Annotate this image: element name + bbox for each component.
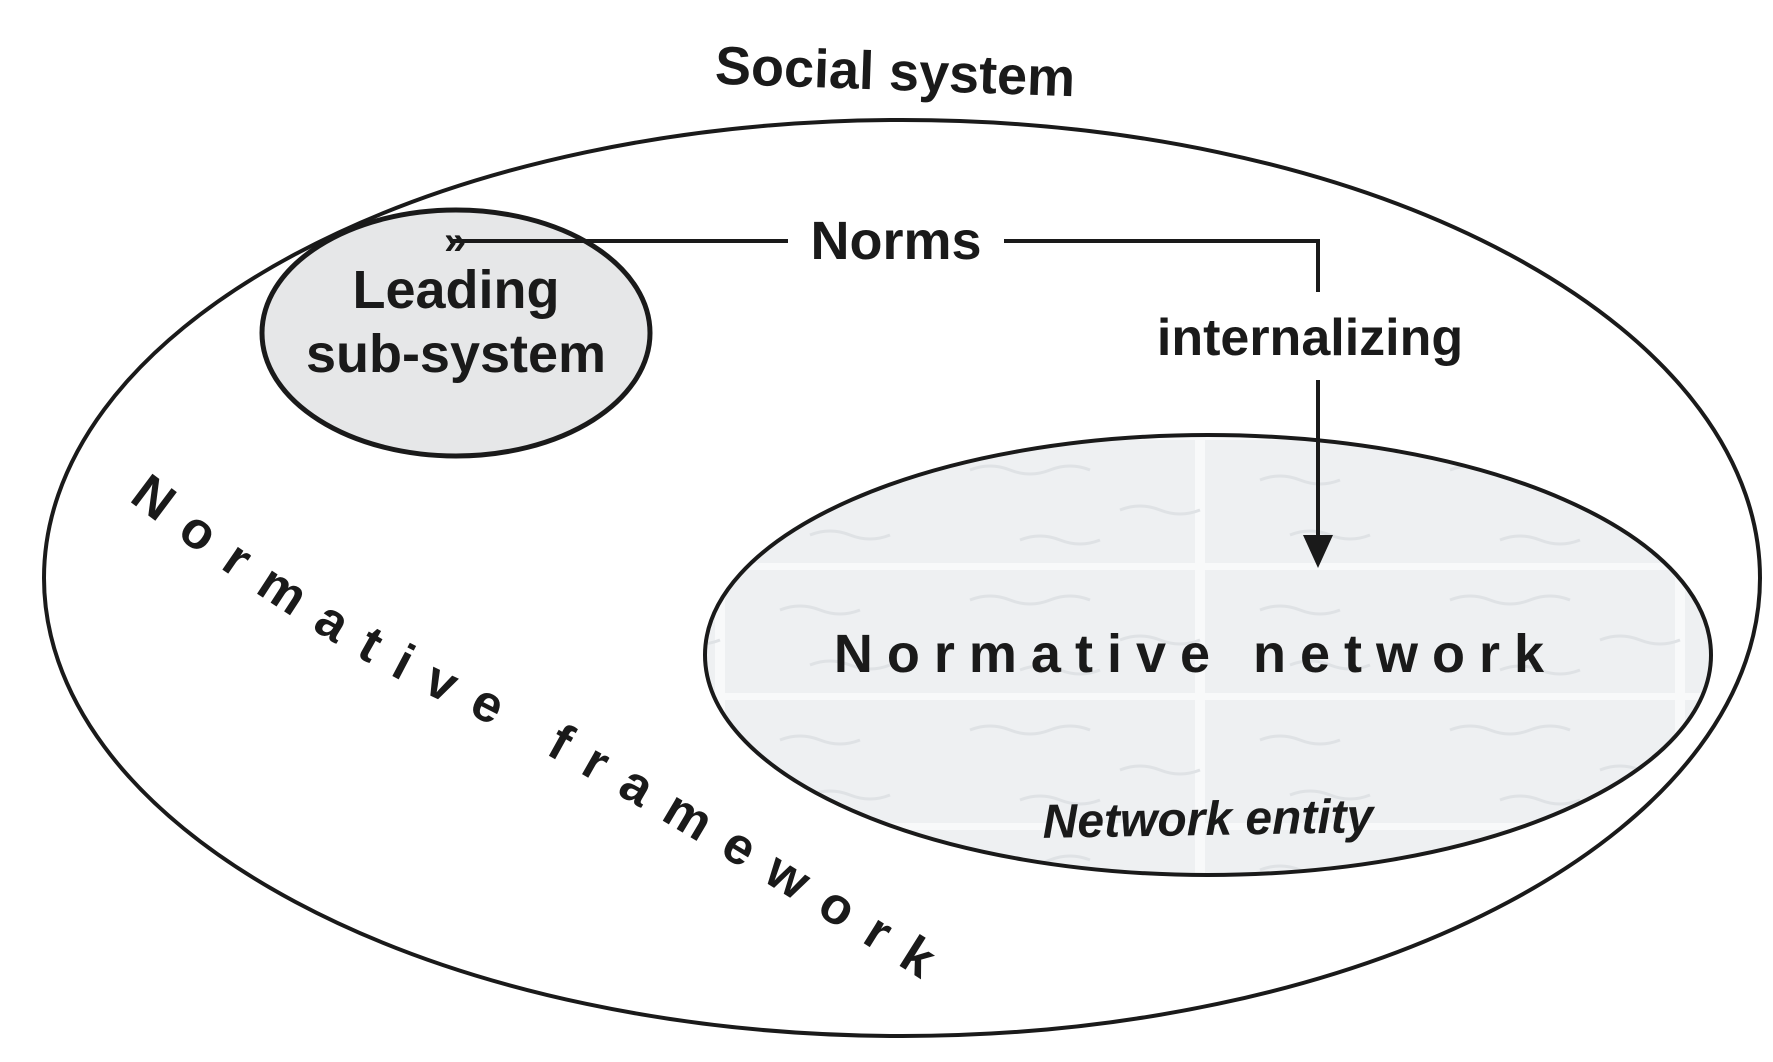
social-system-label: Social system: [714, 36, 1076, 109]
normative-network-label: Normative network: [834, 624, 1558, 684]
social-system-ellipse: [42, 118, 1762, 1038]
norms-connector: »: [444, 219, 1333, 568]
down-arrow-icon: [1303, 535, 1333, 568]
network-entity-label: Network entity: [1042, 790, 1376, 849]
normative-network-ellipse: [703, 433, 1713, 877]
norms-label: Norms: [810, 211, 981, 271]
leading-subsystem-label-line2: sub-system: [306, 324, 606, 384]
leading-subsystem-ellipse: [259, 207, 653, 459]
leading-subsystem-label-line1: Leading: [352, 260, 559, 320]
norms-connector-right-line: [1004, 239, 1320, 292]
double-chevron-icon: »: [444, 219, 466, 263]
normative-network-ellipse-fill: [705, 435, 1711, 875]
internalizing-label: internalizing: [1157, 309, 1463, 367]
